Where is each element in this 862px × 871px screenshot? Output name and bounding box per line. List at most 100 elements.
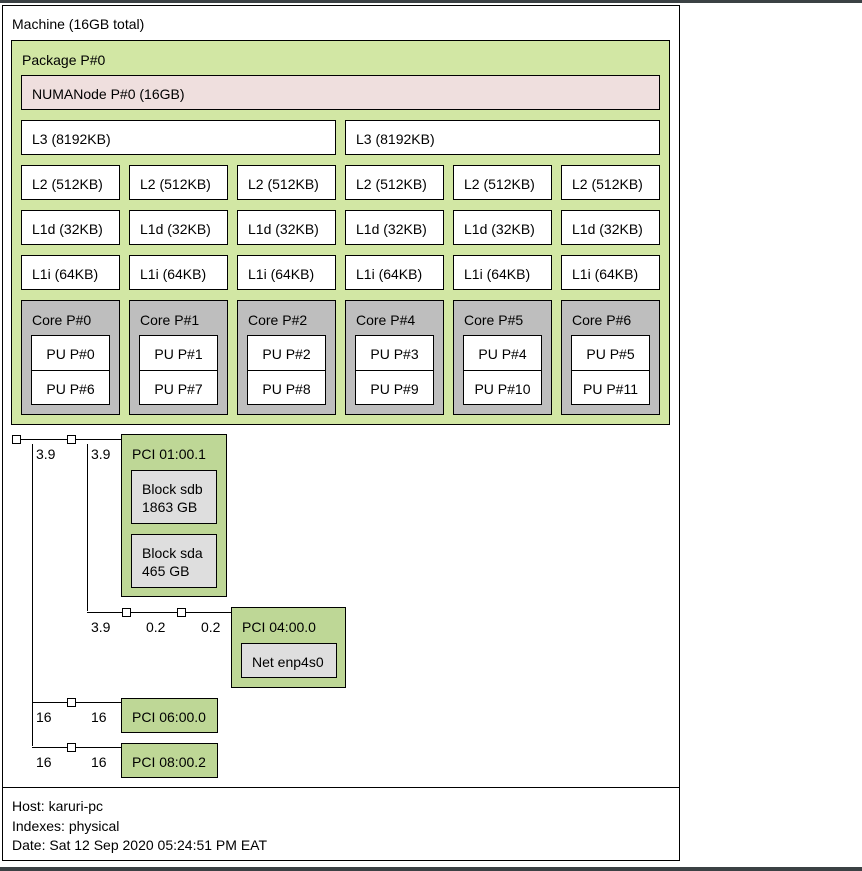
l1i-cache-5: L1i (64KB) bbox=[561, 255, 660, 290]
pu-label: PU P#1 bbox=[154, 346, 203, 362]
link-line-pci-04-c bbox=[186, 612, 232, 613]
block-device-size: 1863 GB bbox=[142, 499, 198, 515]
link-line-pci-08-a bbox=[32, 747, 67, 748]
l1i-cache-1: L1i (64KB) bbox=[129, 255, 228, 290]
l1d-cache-label: L1d (32KB) bbox=[464, 221, 535, 237]
core-label: Core P#1 bbox=[140, 312, 200, 328]
pu-label: PU P#6 bbox=[46, 381, 95, 397]
l1i-cache-3: L1i (64KB) bbox=[345, 255, 444, 290]
bottom-edge-bar bbox=[0, 867, 862, 871]
net-device-enp4s0: Net enp4s0 bbox=[241, 643, 337, 678]
package-label: Package P#0 bbox=[22, 52, 106, 68]
block-device-name: Block sda bbox=[142, 545, 203, 561]
pci-device-label: PCI 01:00.1 bbox=[132, 446, 206, 462]
link-speed-label: 16 bbox=[36, 754, 52, 770]
pu-label: PU P#10 bbox=[474, 381, 531, 397]
l1d-cache-1: L1d (32KB) bbox=[129, 210, 228, 245]
tree-root-link-line bbox=[21, 439, 67, 440]
tree-bridge-line bbox=[87, 444, 88, 611]
l1d-cache-label: L1d (32KB) bbox=[140, 221, 211, 237]
pu-box: PU P#8 bbox=[247, 370, 326, 405]
l1i-cache-4: L1i (64KB) bbox=[453, 255, 552, 290]
link-speed-label: 16 bbox=[36, 709, 52, 725]
pu-box: PU P#9 bbox=[355, 370, 434, 405]
core-label: Core P#2 bbox=[248, 312, 308, 328]
link-speed-label: 16 bbox=[91, 754, 107, 770]
l3-cache-1: L3 (8192KB) bbox=[345, 120, 660, 155]
link-speed-label: 3.9 bbox=[36, 446, 56, 462]
numa-node-label: NUMANode P#0 (16GB) bbox=[32, 86, 185, 102]
l2-cache-label: L2 (512KB) bbox=[464, 176, 535, 192]
link-speed-label: 16 bbox=[91, 709, 107, 725]
l1d-cache-label: L1d (32KB) bbox=[32, 221, 103, 237]
pci-bridge-node bbox=[122, 608, 131, 617]
l1d-cache-3: L1d (32KB) bbox=[345, 210, 444, 245]
l2-cache-label: L2 (512KB) bbox=[248, 176, 319, 192]
link-line-pci-08-b bbox=[76, 747, 122, 748]
numa-node-box: NUMANode P#0 (16GB) bbox=[21, 75, 660, 110]
l3-cache-0: L3 (8192KB) bbox=[21, 120, 336, 155]
l1d-cache-label: L1d (32KB) bbox=[248, 221, 319, 237]
pci-bridge-node bbox=[67, 435, 76, 444]
l2-cache-5: L2 (512KB) bbox=[561, 165, 660, 200]
block-device-sda: Block sda 465 GB bbox=[131, 534, 217, 588]
link-line-pci-04-a bbox=[87, 612, 122, 613]
l3-cache-label: L3 (8192KB) bbox=[32, 131, 111, 147]
footer-divider bbox=[2, 787, 680, 788]
block-device-name: Block sdb bbox=[142, 481, 203, 497]
link-line-pci-06-b bbox=[76, 702, 122, 703]
link-speed-label: 0.2 bbox=[201, 619, 221, 635]
pu-label: PU P#3 bbox=[370, 346, 419, 362]
block-device-sdb: Block sdb 1863 GB bbox=[131, 470, 217, 524]
pci-device-label: PCI 06:00.0 bbox=[132, 709, 206, 725]
link-speed-label: 3.9 bbox=[91, 446, 111, 462]
footer-host: Host: karuri-pc bbox=[12, 798, 104, 814]
link-line-pci-06-a bbox=[32, 702, 67, 703]
pu-box: PU P#11 bbox=[571, 370, 650, 405]
tree-trunk-line bbox=[32, 444, 33, 746]
top-edge-bar bbox=[0, 0, 862, 3]
pu-label: PU P#11 bbox=[583, 381, 638, 397]
pu-label: PU P#4 bbox=[478, 346, 527, 362]
l1i-cache-label: L1i (64KB) bbox=[140, 266, 207, 282]
link-line-pci-04-b bbox=[131, 612, 177, 613]
core-label: Core P#6 bbox=[572, 312, 632, 328]
footer-date: Date: Sat 12 Sep 2020 05:24:51 PM EAT bbox=[12, 837, 268, 853]
l2-cache-label: L2 (512KB) bbox=[140, 176, 211, 192]
pu-label: PU P#0 bbox=[46, 346, 95, 362]
pu-box: PU P#7 bbox=[139, 370, 218, 405]
pu-label: PU P#7 bbox=[154, 381, 203, 397]
l1d-cache-label: L1d (32KB) bbox=[356, 221, 427, 237]
pu-label: PU P#5 bbox=[586, 346, 635, 362]
pu-box: PU P#3 bbox=[355, 335, 434, 371]
l2-cache-label: L2 (512KB) bbox=[572, 176, 643, 192]
pu-label: PU P#2 bbox=[262, 346, 311, 362]
pu-label: PU P#8 bbox=[262, 381, 311, 397]
link-line-pci-01 bbox=[76, 439, 122, 440]
pci-bridge-node bbox=[67, 743, 76, 752]
pci-bridge-node bbox=[177, 608, 186, 617]
l1i-cache-label: L1i (64KB) bbox=[32, 266, 99, 282]
core-label: Core P#0 bbox=[32, 312, 92, 328]
pu-box: PU P#2 bbox=[247, 335, 326, 371]
l2-cache-4: L2 (512KB) bbox=[453, 165, 552, 200]
l1i-cache-label: L1i (64KB) bbox=[464, 266, 531, 282]
footer-indexes: Indexes: physical bbox=[12, 818, 120, 834]
l2-cache-label: L2 (512KB) bbox=[32, 176, 103, 192]
l1i-cache-label: L1i (64KB) bbox=[248, 266, 315, 282]
pu-label: PU P#9 bbox=[370, 381, 419, 397]
l2-cache-1: L2 (512KB) bbox=[129, 165, 228, 200]
l1d-cache-0: L1d (32KB) bbox=[21, 210, 120, 245]
host-bridge-node bbox=[12, 435, 21, 444]
pu-box: PU P#1 bbox=[139, 335, 218, 371]
pu-box: PU P#4 bbox=[463, 335, 542, 371]
pu-box: PU P#10 bbox=[463, 370, 542, 405]
l2-cache-label: L2 (512KB) bbox=[356, 176, 427, 192]
l1i-cache-2: L1i (64KB) bbox=[237, 255, 336, 290]
pu-box: PU P#0 bbox=[31, 335, 110, 371]
link-speed-label: 3.9 bbox=[91, 619, 111, 635]
l1i-cache-label: L1i (64KB) bbox=[356, 266, 423, 282]
link-speed-label: 0.2 bbox=[146, 619, 166, 635]
pci-bridge-node bbox=[67, 698, 76, 707]
block-device-size: 465 GB bbox=[142, 563, 190, 579]
